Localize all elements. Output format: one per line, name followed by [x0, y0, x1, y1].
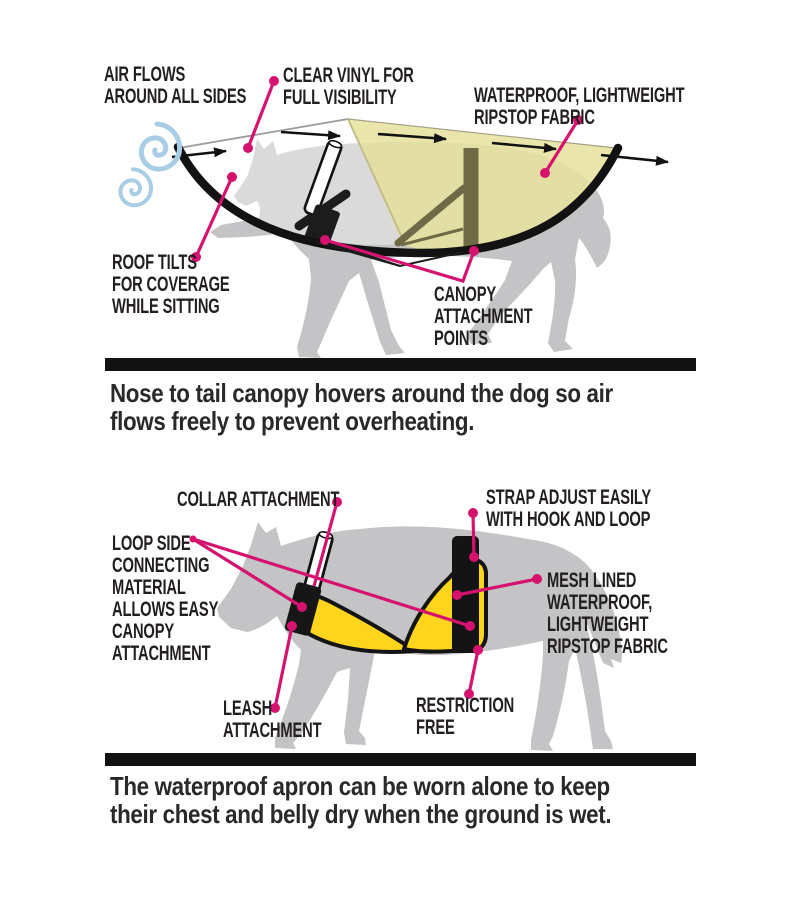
wind-swirl-icon	[118, 121, 183, 208]
callout-dot	[191, 252, 201, 262]
label-loop-side: LOOP SIDE CONNECTING MATERIAL ALLOWS EAS…	[112, 532, 219, 665]
canopy-rim	[173, 142, 623, 258]
label-clear-vinyl: CLEAR VINYL FOR FULL VISIBILITY	[283, 64, 414, 109]
rear-strap	[394, 148, 479, 250]
callout-line	[312, 501, 339, 587]
caption-bottom: The waterproof apron can be worn alone t…	[110, 771, 612, 829]
canopy-clamp	[304, 204, 340, 248]
label-strap-adjust: STRAP ADJUST EASILY WITH HOOK AND LOOP	[486, 486, 652, 531]
callout-dot	[540, 168, 550, 178]
callout-dot	[332, 497, 342, 507]
airflow-arrows	[171, 130, 669, 166]
callout-dot	[227, 172, 237, 182]
label-mesh-lined: MESH LINED WATERPROOF, LIGHTWEIGHT RIPST…	[547, 569, 668, 658]
bottom-panel-graphics	[105, 497, 696, 766]
callout-line	[192, 537, 303, 609]
canopy-fold-line	[347, 118, 406, 245]
callout-line	[273, 625, 294, 709]
callout-dot	[189, 535, 197, 543]
label-collar-attachment: COLLAR ATTACHMENT	[177, 488, 340, 511]
airflow-arrow	[491, 141, 557, 153]
callout-dot	[469, 246, 479, 256]
callout-dot	[532, 574, 542, 584]
callout-line	[324, 238, 476, 283]
callout-dots-bottom	[189, 497, 542, 713]
callout-dot	[473, 645, 483, 655]
callout-line	[246, 80, 276, 149]
callout-line	[471, 512, 476, 558]
ground-bar-top	[105, 358, 696, 371]
callout-dot	[269, 76, 279, 86]
callout-line	[467, 649, 480, 695]
callout-dot	[320, 235, 330, 245]
canopy-roof-line	[178, 118, 349, 149]
callout-dot	[297, 602, 307, 612]
label-canopy-attachment: CANOPY ATTACHMENT POINTS	[434, 283, 533, 350]
label-waterproof: WATERPROOF, LIGHTWEIGHT RIPSTOP FABRIC	[474, 84, 685, 129]
top-panel-graphics	[105, 76, 696, 371]
label-roof-tilts: ROOF TILTS FOR COVERAGE WHILE SITTING	[112, 251, 230, 318]
callout-dot	[464, 689, 474, 699]
callout-line	[194, 176, 234, 258]
callout-dot	[465, 621, 475, 631]
label-leash-attachment: LEASH ATTACHMENT	[223, 697, 322, 742]
airflow-arrow	[600, 153, 669, 166]
callout-line	[192, 537, 471, 628]
callout-dot	[243, 143, 253, 153]
callout-dot	[287, 621, 297, 631]
canopy-top-edge	[347, 118, 617, 149]
callout-line	[543, 119, 580, 174]
airflow-arrow	[280, 130, 341, 141]
callout-line	[456, 577, 538, 597]
callout-dot	[452, 590, 462, 600]
airflow-arrow	[377, 132, 447, 144]
caption-top: Nose to tail canopy hovers around the do…	[110, 378, 613, 436]
ground-bar-bottom	[105, 753, 696, 766]
airflow-arrow	[171, 147, 227, 159]
label-restriction-free: RESTRICTION FREE	[416, 694, 515, 739]
clear-vinyl-panel	[179, 119, 405, 245]
callout-dot	[469, 552, 479, 562]
label-air-flows: AIR FLOWS AROUND ALL SIDES	[104, 63, 247, 108]
callout-dot	[573, 115, 583, 125]
callout-dots-top	[191, 76, 583, 262]
callout-dot	[468, 508, 478, 518]
callout-lines-top	[194, 80, 580, 283]
callout-dot	[270, 703, 280, 713]
callout-lines-bottom	[192, 501, 538, 709]
collar-tube	[303, 139, 343, 216]
